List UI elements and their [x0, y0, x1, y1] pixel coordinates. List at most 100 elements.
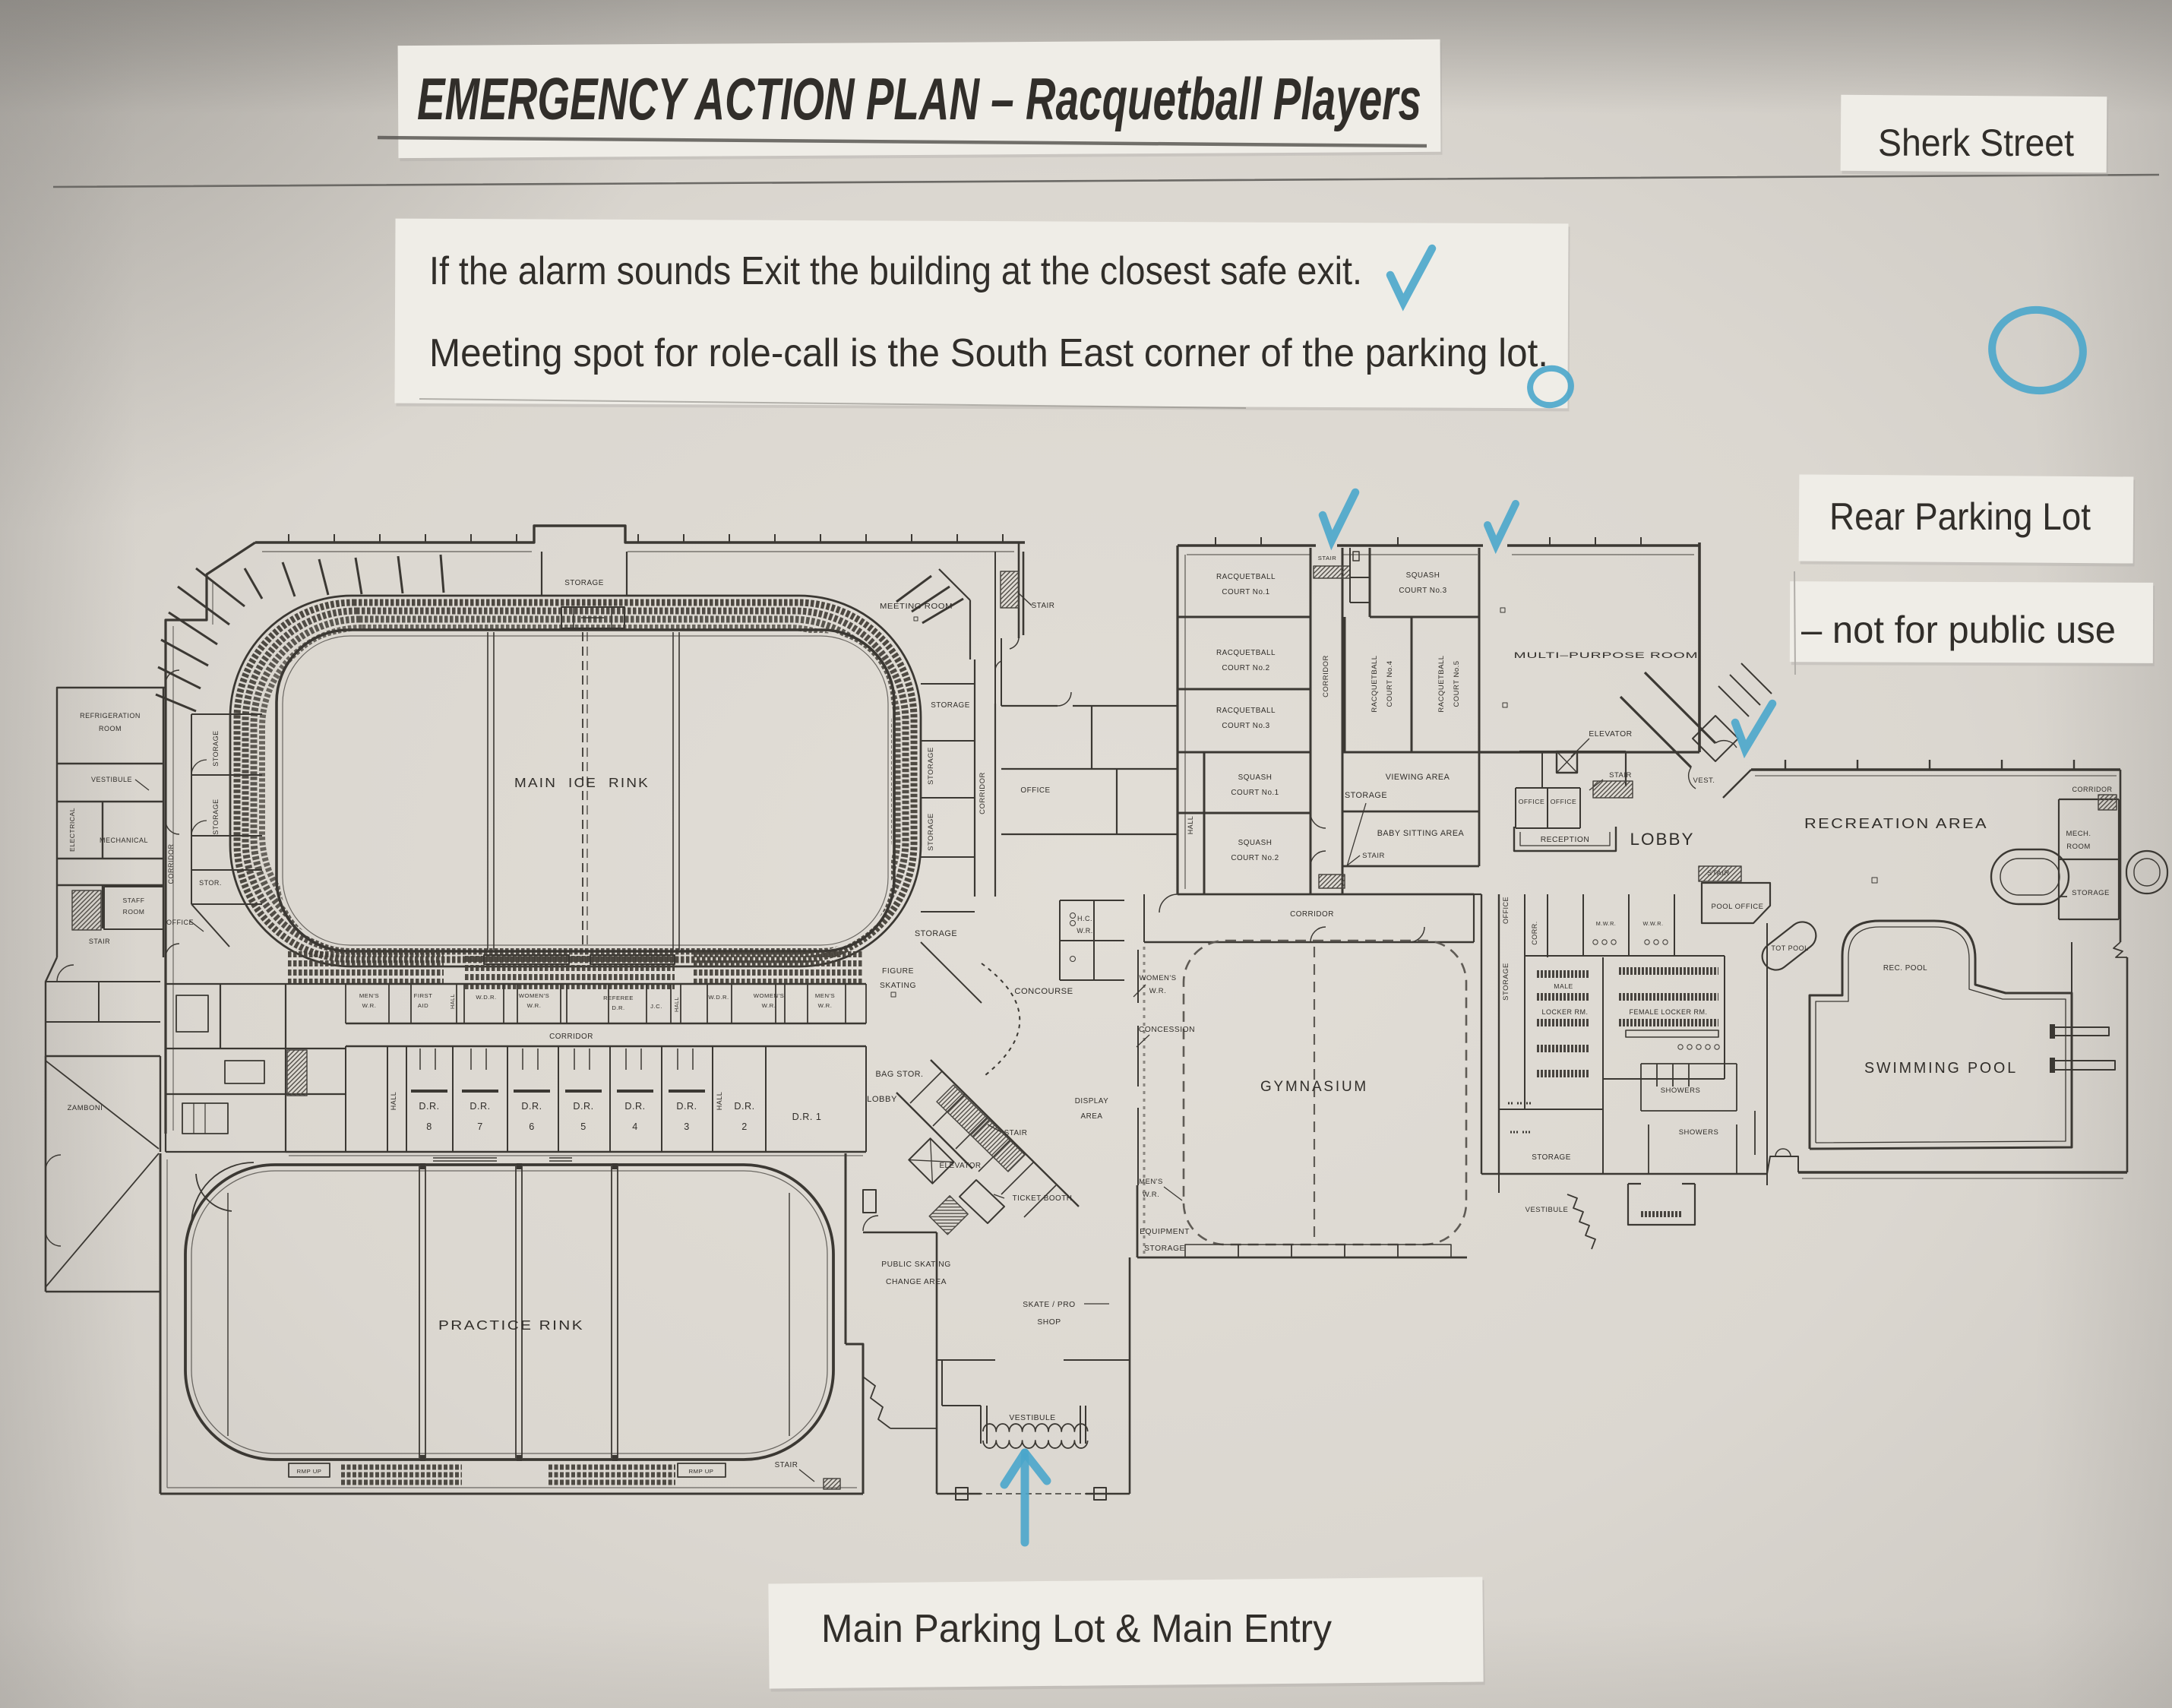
svg-text:SHOWERS: SHOWERS	[1661, 1086, 1701, 1095]
svg-text:REFEREE: REFEREE	[603, 995, 634, 1001]
svg-text:WOMEN'S: WOMEN'S	[754, 992, 784, 999]
svg-text:STORAGE: STORAGE	[212, 730, 220, 766]
svg-text:CORRIDOR: CORRIDOR	[1322, 655, 1330, 697]
svg-text:RACQUETBALL: RACQUETBALL	[1216, 649, 1276, 657]
svg-text:BABY SITTING AREA: BABY SITTING AREA	[1377, 829, 1465, 838]
svg-text:LOBBY: LOBBY	[1630, 830, 1694, 849]
svg-text:MEN'S: MEN'S	[815, 992, 835, 999]
svg-text:RECEPTION: RECEPTION	[1541, 836, 1590, 844]
svg-text:COURT No.3: COURT No.3	[1222, 722, 1269, 730]
svg-text:W.W.R.: W.W.R.	[1643, 920, 1664, 927]
svg-text:STORAGE: STORAGE	[212, 799, 220, 834]
svg-text:STORAGE: STORAGE	[564, 579, 604, 587]
svg-text:SKATE / PRO: SKATE / PRO	[1023, 1301, 1075, 1309]
svg-text:CORRIDOR: CORRIDOR	[2072, 786, 2113, 793]
svg-text:SQUASH: SQUASH	[1406, 571, 1440, 580]
svg-text:W.R.: W.R.	[1149, 987, 1167, 995]
svg-text:OFFICE: OFFICE	[1020, 786, 1050, 795]
svg-text:RMP UP: RMP UP	[689, 1468, 714, 1475]
svg-text:PUBLIC SKATING: PUBLIC SKATING	[881, 1260, 951, 1269]
svg-text:VESTIBULE: VESTIBULE	[1009, 1414, 1055, 1422]
svg-text:RACQUETBALL: RACQUETBALL	[1437, 655, 1446, 712]
svg-text:REC. POOL: REC. POOL	[1883, 964, 1927, 973]
svg-text:STORAGE: STORAGE	[1345, 791, 1387, 800]
svg-text:ROOM: ROOM	[99, 725, 122, 732]
svg-text:SQUASH: SQUASH	[1238, 773, 1273, 782]
svg-text:WOMEN'S: WOMEN'S	[1139, 974, 1176, 982]
svg-text:W.R.: W.R.	[1143, 1191, 1160, 1199]
svg-text:STORAGE: STORAGE	[1532, 1153, 1571, 1162]
svg-text:STORAGE: STORAGE	[927, 747, 935, 785]
svg-text:Meeting spot for role-call is: Meeting spot for role-call is the South …	[429, 331, 1548, 375]
svg-text:AID: AID	[418, 1002, 428, 1009]
svg-text:SWIMMING POOL: SWIMMING POOL	[1864, 1059, 2018, 1077]
svg-text:POOL OFFICE: POOL OFFICE	[1711, 903, 1763, 911]
svg-text:ROOM: ROOM	[123, 908, 145, 916]
svg-text:SHOWERS: SHOWERS	[1679, 1128, 1719, 1137]
svg-text:STOR.: STOR.	[199, 879, 222, 887]
svg-text:TOT POOL: TOT POOL	[1771, 944, 1808, 952]
svg-text:ELEVATOR: ELEVATOR	[1589, 730, 1632, 739]
svg-text:HALL: HALL	[716, 1092, 723, 1111]
svg-text:COURT No.1: COURT No.1	[1231, 789, 1279, 797]
svg-text:OFFICE: OFFICE	[166, 919, 194, 926]
svg-text:6: 6	[529, 1121, 535, 1132]
svg-text:D.R.: D.R.	[676, 1101, 697, 1112]
svg-text:BAG STOR.: BAG STOR.	[875, 1070, 923, 1079]
svg-text:PRACTICE RINK: PRACTICE RINK	[438, 1318, 584, 1333]
svg-text:STAIR: STAIR	[1032, 602, 1055, 610]
svg-text:7: 7	[477, 1121, 483, 1132]
svg-text:STORAGE: STORAGE	[927, 813, 935, 851]
svg-text:RACQUETBALL: RACQUETBALL	[1216, 573, 1276, 581]
svg-text:W.R.: W.R.	[818, 1002, 833, 1009]
svg-text:Sherk Street: Sherk Street	[1878, 122, 2074, 164]
svg-text:OFFICE: OFFICE	[1519, 798, 1545, 805]
svg-text:FIRST: FIRST	[414, 992, 433, 999]
svg-text:MEN'S: MEN'S	[1139, 1178, 1163, 1186]
svg-text:W.R.: W.R.	[362, 1002, 377, 1009]
svg-text:VIEWING AREA: VIEWING AREA	[1386, 773, 1450, 782]
svg-text:OFFICE: OFFICE	[1502, 897, 1510, 924]
svg-text:COURT No.5: COURT No.5	[1453, 660, 1461, 707]
svg-text:CORRIDOR: CORRIDOR	[1290, 910, 1334, 919]
svg-text:COURT No.2: COURT No.2	[1222, 664, 1269, 672]
svg-text:STAIR: STAIR	[89, 938, 110, 945]
svg-text:W.D.R.: W.D.R.	[708, 994, 729, 1001]
svg-text:D.R.: D.R.	[624, 1101, 645, 1112]
svg-text:STORAGE: STORAGE	[1144, 1245, 1185, 1253]
svg-text:COURT No.2: COURT No.2	[1231, 854, 1279, 862]
svg-text:HALL: HALL	[1187, 816, 1194, 835]
svg-text:D.R. 1: D.R. 1	[792, 1112, 822, 1122]
svg-text:W.R.: W.R.	[762, 1002, 776, 1009]
svg-text:– not for public use: – not for public use	[1801, 609, 2116, 651]
svg-text:CHANGE AREA: CHANGE AREA	[886, 1278, 947, 1286]
svg-text:4: 4	[632, 1121, 638, 1132]
svg-text:STORAGE: STORAGE	[2072, 889, 2110, 897]
svg-text:STAIR: STAIR	[1004, 1129, 1028, 1137]
svg-text:W.D.R.: W.D.R.	[476, 994, 496, 1001]
svg-text:STAFF: STAFF	[122, 897, 144, 904]
svg-text:If the alarm sounds Exit the b: If the alarm sounds Exit the building at…	[429, 249, 1362, 293]
svg-text:ELEVATOR: ELEVATOR	[939, 1162, 981, 1170]
svg-text:VEST.: VEST.	[1693, 777, 1715, 785]
svg-text:Main Parking Lot & Main Entry: Main Parking Lot & Main Entry	[821, 1607, 1332, 1651]
svg-text:FIGURE: FIGURE	[882, 967, 914, 976]
svg-text:REFRIGERATION: REFRIGERATION	[80, 712, 141, 720]
svg-text:TICKET BOOTH: TICKET BOOTH	[1013, 1194, 1073, 1203]
svg-text:MEN'S: MEN'S	[359, 992, 379, 999]
svg-text:EQUIPMENT: EQUIPMENT	[1140, 1228, 1190, 1236]
svg-text:COURT No.1: COURT No.1	[1222, 588, 1269, 596]
svg-text:5: 5	[580, 1121, 586, 1132]
svg-text:MAIN ICE RINK: MAIN ICE RINK	[514, 776, 650, 790]
svg-text:D.R.: D.R.	[419, 1101, 439, 1112]
svg-text:ZAMBONI: ZAMBONI	[68, 1104, 103, 1112]
svg-text:RACQUETBALL: RACQUETBALL	[1371, 655, 1379, 712]
svg-text:STAIR: STAIR	[1318, 555, 1337, 561]
svg-text:RECREATION AREA: RECREATION AREA	[1804, 816, 1988, 831]
svg-text:COURT No.4: COURT No.4	[1386, 660, 1394, 707]
svg-text:VESTIBULE: VESTIBULE	[91, 776, 132, 783]
svg-text:SKATING: SKATING	[880, 982, 916, 990]
svg-text:AREA: AREA	[1081, 1112, 1103, 1121]
svg-text:2: 2	[741, 1121, 748, 1132]
svg-text:FEMALE LOCKER RM.: FEMALE LOCKER RM.	[1629, 1008, 1707, 1016]
